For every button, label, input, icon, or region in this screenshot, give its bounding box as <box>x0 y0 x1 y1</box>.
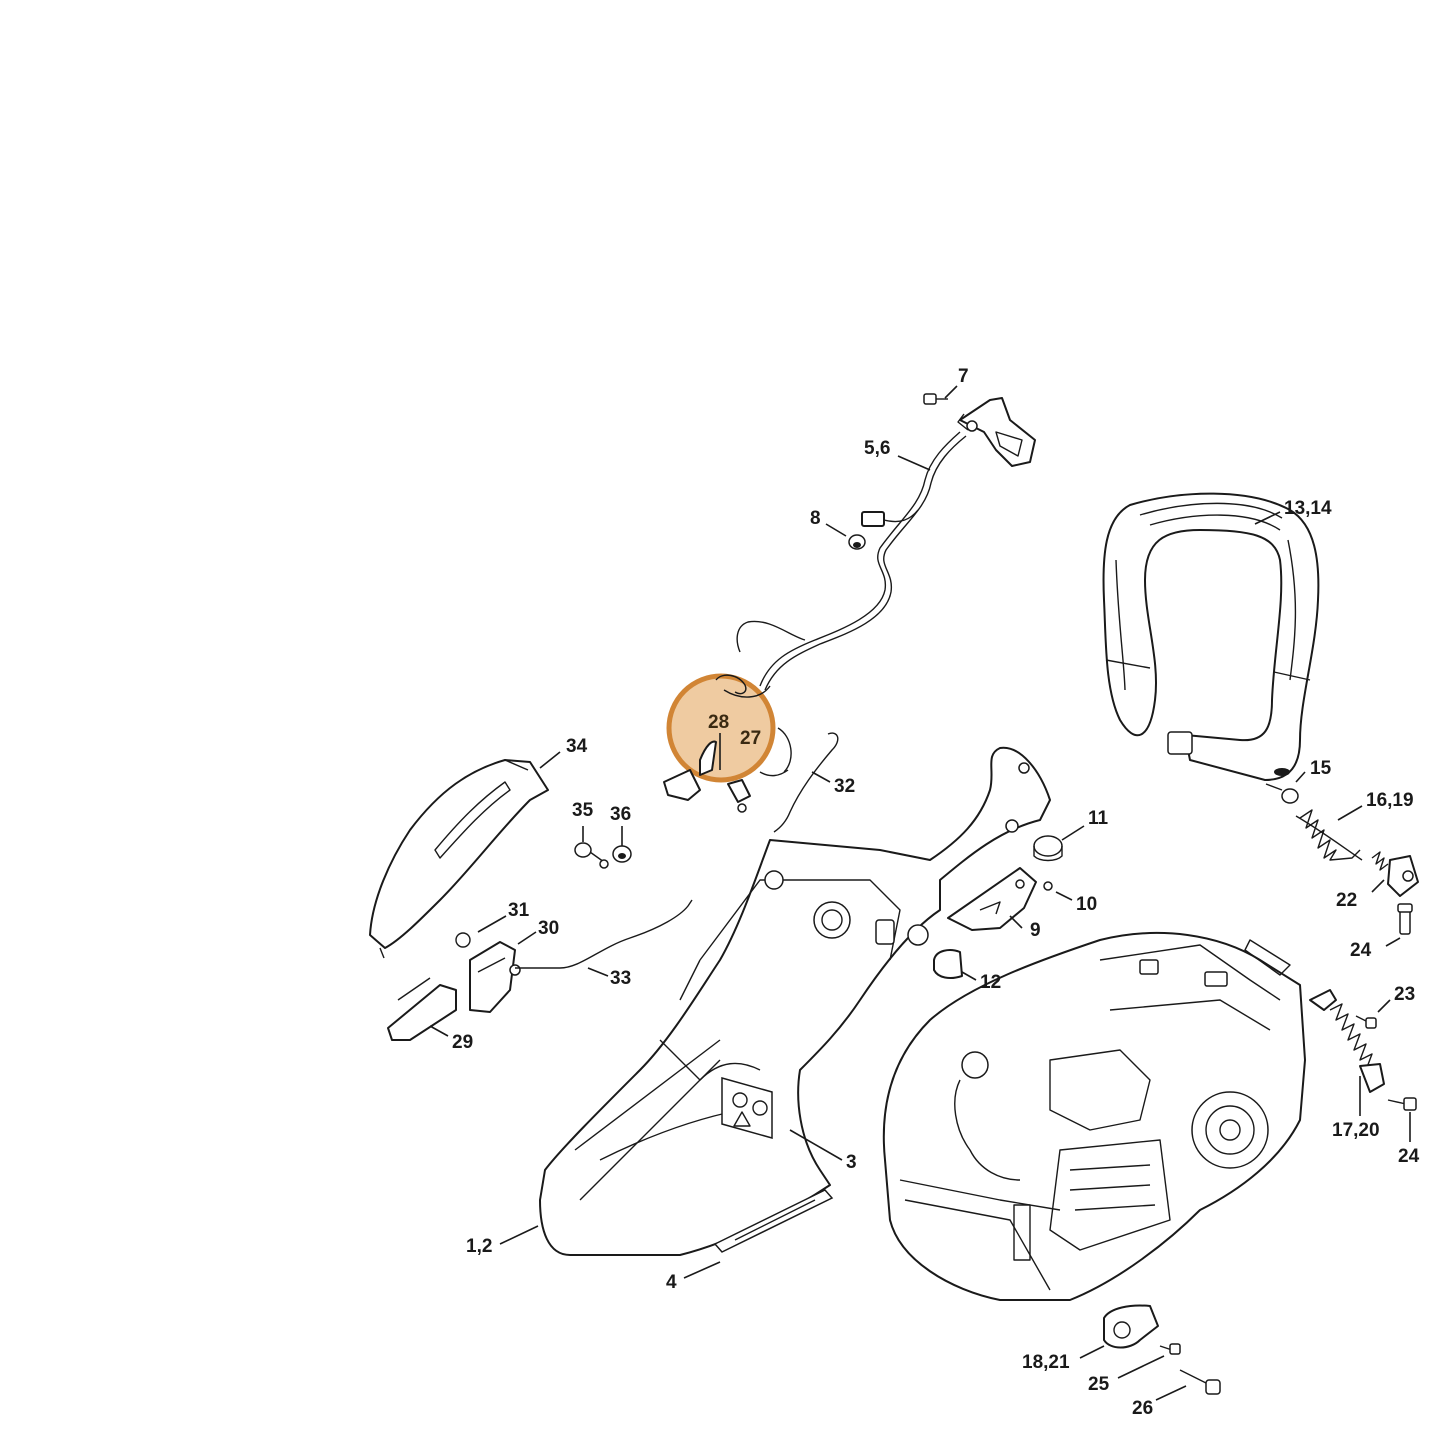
engine-housing[interactable] <box>882 932 1306 1301</box>
part-9-bracket[interactable] <box>947 867 1037 931</box>
label-32[interactable]: 32 <box>834 776 855 797</box>
part-10-screw[interactable] <box>1043 881 1053 891</box>
warning-decal-icon <box>732 1092 768 1127</box>
label-1-2[interactable]: 1,2 <box>466 1236 492 1257</box>
label-22[interactable]: 22 <box>1336 890 1357 911</box>
label-7[interactable]: 7 <box>958 366 969 387</box>
part-16-19-spring[interactable] <box>1295 809 1363 861</box>
part-15-screw[interactable] <box>1265 783 1299 804</box>
label-10[interactable]: 10 <box>1076 894 1097 915</box>
label-8[interactable]: 8 <box>810 508 821 529</box>
part-24a-screw[interactable] <box>1397 903 1413 935</box>
label-27[interactable]: 27 <box>740 728 761 749</box>
label-18-21[interactable]: 18,21 <box>1022 1352 1070 1373</box>
label-5-6[interactable]: 5,6 <box>864 438 890 459</box>
part-32-rod[interactable] <box>773 732 839 833</box>
label-25[interactable]: 25 <box>1088 1374 1110 1395</box>
label-24b[interactable]: 24 <box>1398 1146 1420 1167</box>
part-25-screw[interactable] <box>1159 1343 1181 1355</box>
part-26-bolt[interactable] <box>1179 1369 1221 1395</box>
part-8-grommet[interactable] <box>848 534 866 550</box>
part-7-screw[interactable] <box>923 393 948 405</box>
part-22-bracket[interactable] <box>1371 851 1419 897</box>
part-17-20-tensioner[interactable] <box>1309 989 1385 1093</box>
label-36[interactable]: 36 <box>610 804 631 825</box>
part-harness[interactable] <box>736 397 1036 691</box>
label-26[interactable]: 26 <box>1132 1398 1153 1419</box>
part-36-nut[interactable] <box>612 845 632 863</box>
part-1-2-handle-housing[interactable] <box>539 746 1051 1256</box>
part-11-plug[interactable] <box>1033 835 1063 862</box>
label-13-14[interactable]: 13,14 <box>1284 498 1332 519</box>
part-33-rod[interactable] <box>515 899 693 969</box>
part-3-warning-decal[interactable] <box>721 1077 773 1139</box>
label-24a[interactable]: 24 <box>1350 940 1372 961</box>
part-29-30-31-trigger-assembly[interactable] <box>387 932 521 1041</box>
label-12[interactable]: 12 <box>980 972 1001 993</box>
label-11[interactable]: 11 <box>1088 808 1109 829</box>
label-34[interactable]: 34 <box>566 736 588 757</box>
part-4-label-strip[interactable] <box>713 1189 834 1253</box>
part-34-cover[interactable] <box>369 759 549 959</box>
label-23[interactable]: 23 <box>1394 984 1415 1005</box>
label-35[interactable]: 35 <box>572 800 594 821</box>
label-16-19[interactable]: 16,19 <box>1366 790 1414 811</box>
label-28[interactable]: 28 <box>708 712 729 733</box>
label-4[interactable]: 4 <box>666 1272 677 1293</box>
label-30[interactable]: 30 <box>538 918 559 939</box>
leader-lines <box>429 385 1411 1401</box>
part-28-27-trigger[interactable] <box>663 674 792 813</box>
label-29[interactable]: 29 <box>452 1032 473 1053</box>
part-24b-screw[interactable] <box>1387 1097 1417 1111</box>
label-9[interactable]: 9 <box>1030 920 1041 941</box>
part-18-21-bracket[interactable] <box>1103 1304 1159 1349</box>
label-31[interactable]: 31 <box>508 900 530 921</box>
label-15[interactable]: 15 <box>1310 758 1332 779</box>
label-17-20[interactable]: 17,20 <box>1332 1120 1380 1141</box>
part-number-labels: 7 5,6 8 13,14 28 27 34 32 15 16,19 35 36… <box>452 366 1420 1419</box>
part-35-screw[interactable] <box>574 842 609 869</box>
label-33[interactable]: 33 <box>610 968 631 989</box>
part-13-14-handlebar[interactable] <box>1102 492 1320 781</box>
label-3[interactable]: 3 <box>846 1152 857 1173</box>
part-12-buffer[interactable] <box>933 949 963 979</box>
part-23-screw[interactable] <box>1355 1015 1377 1029</box>
